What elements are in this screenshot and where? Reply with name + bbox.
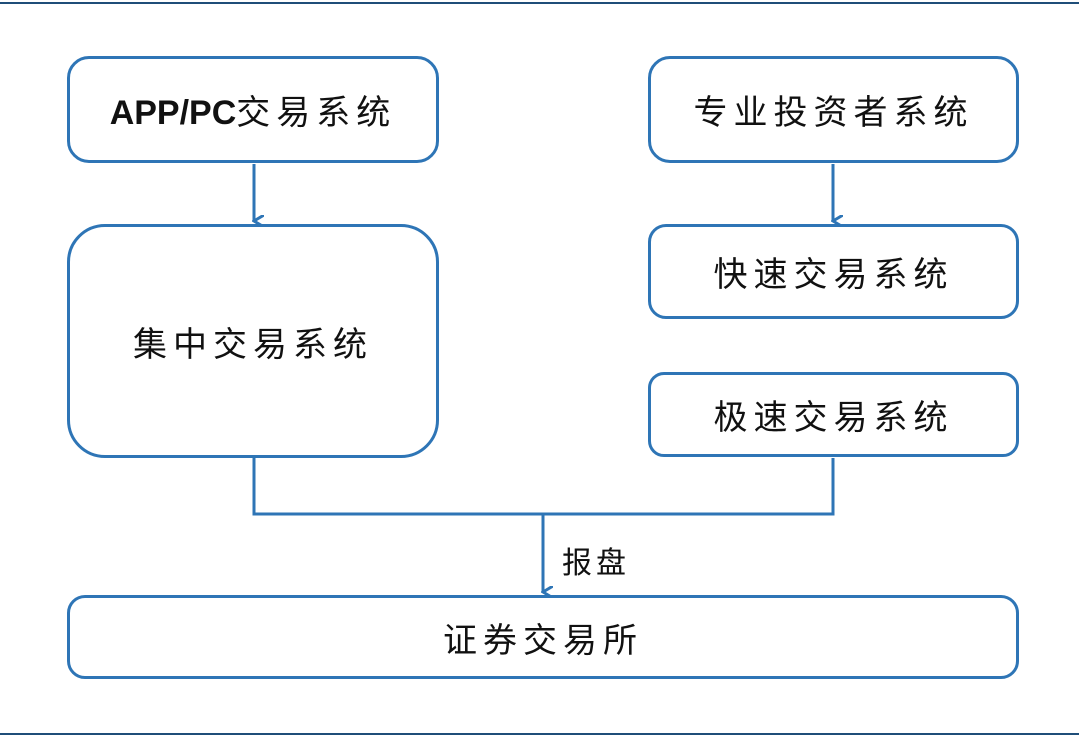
central-trading-system-label: 集中交易系统 <box>133 324 373 365</box>
app-pc-trading-system-node: APP/PC交易系统 <box>67 56 439 163</box>
order-submission-label: 报盘 <box>562 546 630 581</box>
ultra-fast-trading-system-label: 极速交易系统 <box>713 398 954 438</box>
app-pc-latin-text: APP/PC <box>109 94 237 132</box>
top-border-line <box>0 2 1079 4</box>
merge-line <box>252 458 835 516</box>
professional-investor-system-label: 专业投资者系统 <box>693 93 974 133</box>
app-pc-cjk-text: 交易系统 <box>236 93 397 133</box>
stock-exchange-label: 证券交易所 <box>443 620 643 661</box>
ultra-fast-trading-system-node: 极速交易系统 <box>648 372 1019 457</box>
fast-trading-system-node: 快速交易系统 <box>648 224 1019 319</box>
fast-trading-system-label: 快速交易系统 <box>713 255 954 295</box>
bottom-border-line <box>0 733 1079 735</box>
central-trading-system-node: 集中交易系统 <box>67 224 439 458</box>
professional-investor-system-node: 专业投资者系统 <box>648 56 1019 163</box>
app-pc-trading-system-label: APP/PC交易系统 <box>110 85 397 134</box>
stock-exchange-node: 证券交易所 <box>67 595 1019 679</box>
